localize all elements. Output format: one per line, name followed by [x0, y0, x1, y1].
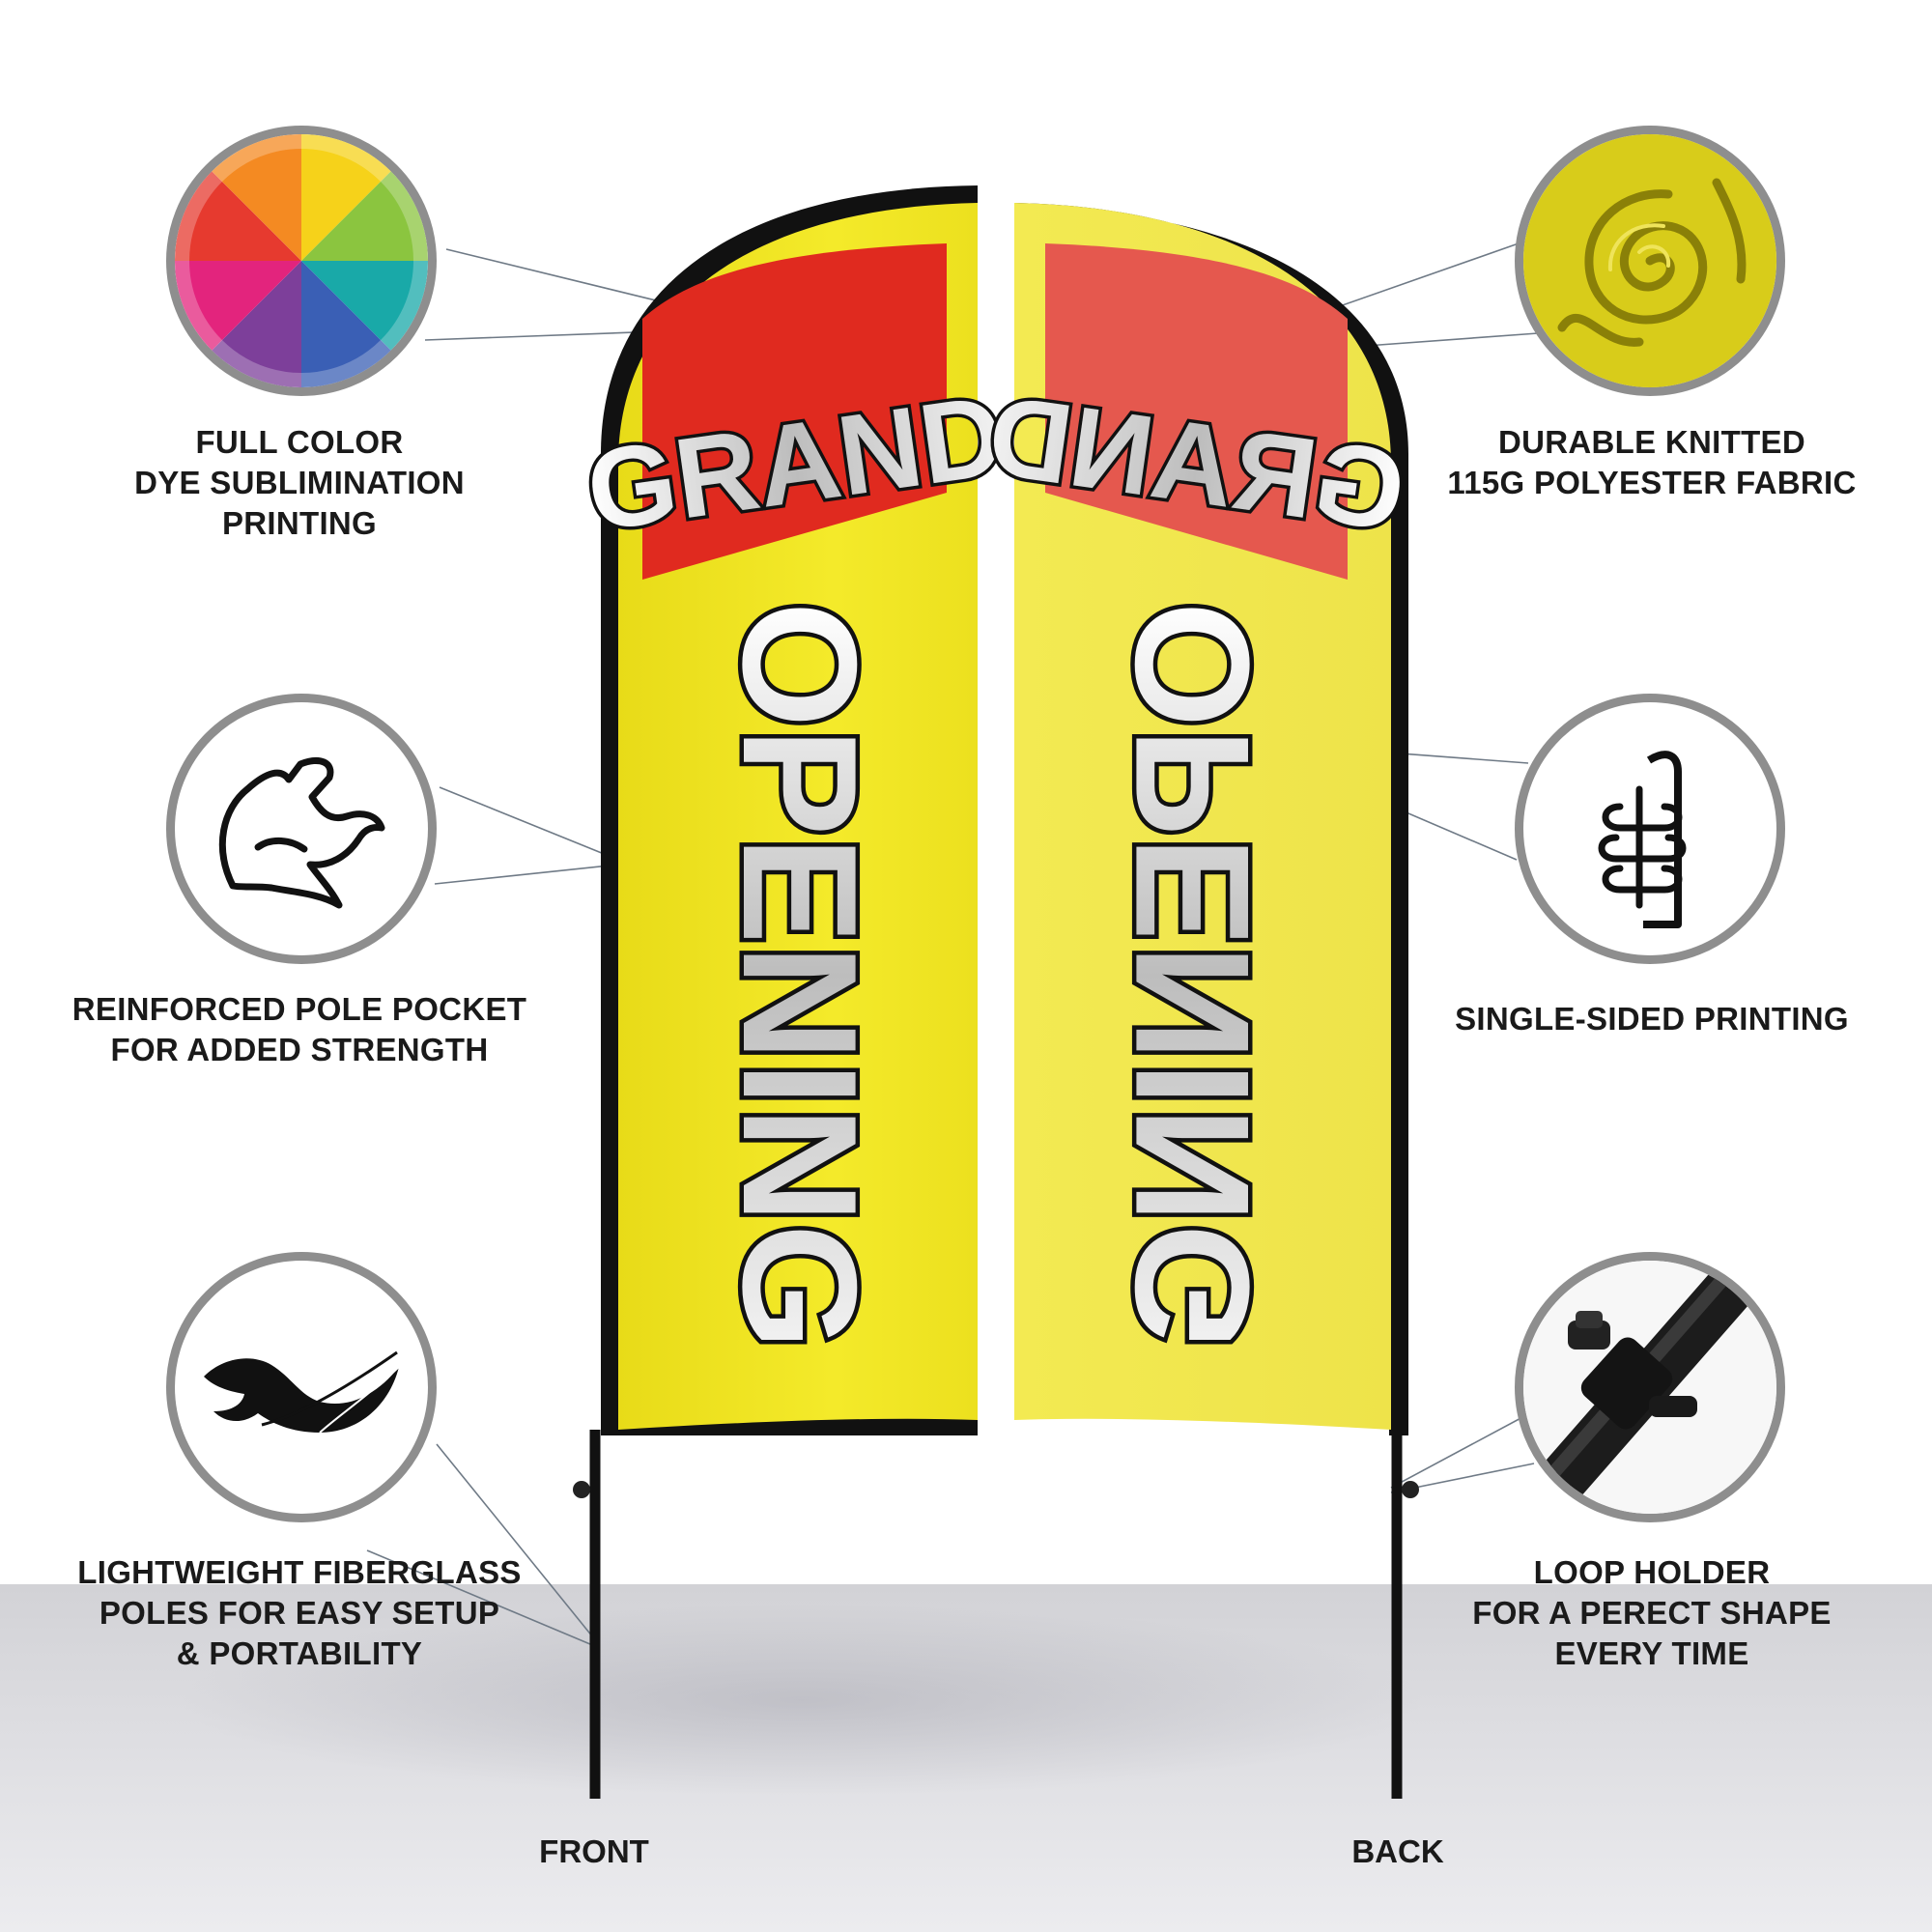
flexed-arm-icon [218, 757, 385, 909]
front-flag-word-main: OPENING [709, 602, 891, 1350]
pole-pocket-label: REINFORCED POLE POCKET FOR ADDED STRENGT… [71, 991, 527, 1067]
fabric-badge [1515, 126, 1785, 396]
fabric-label: DURABLE KNITTED 115G POLYESTER FABRIC [1447, 424, 1857, 500]
full-color-label: FULL COLOR DYE SUBLIMINATION PRINTING [134, 424, 465, 541]
back-flag-word-main: OPENING [1101, 602, 1283, 1350]
front-label: FRONT [539, 1833, 649, 1869]
floor-shadow [174, 1604, 1430, 1797]
floor-backdrop [0, 1584, 1932, 1932]
print-through-badge [1515, 694, 1785, 964]
feather-icon [204, 1350, 400, 1434]
fiberglass-label: LIGHTWEIGHT FIBERGLASS POLES FOR EASY SE… [77, 1554, 522, 1671]
back-flag: GRAND OPENING [978, 185, 1419, 1799]
fabric-swirl-icon [1523, 134, 1776, 387]
feather-badge [166, 1252, 437, 1522]
print-through-icon [1598, 751, 1687, 928]
loop-clip-badge [1515, 1252, 1785, 1522]
color-wheel-icon [175, 134, 428, 387]
back-flag-red-panel [1045, 243, 1348, 580]
back-label: BACK [1351, 1833, 1444, 1869]
single-sided-label: SINGLE-SIDED PRINTING [1455, 1001, 1849, 1037]
flexed-arm-badge [166, 694, 437, 964]
loop-holder-label: LOOP HOLDER FOR A PERECT SHAPE EVERY TIM… [1472, 1554, 1832, 1671]
color-wheel-badge [166, 126, 437, 396]
front-flag-red-panel [642, 243, 947, 580]
loop-clip-icon [1523, 1261, 1776, 1514]
front-flag: GRAND OPENING [573, 185, 1014, 1799]
